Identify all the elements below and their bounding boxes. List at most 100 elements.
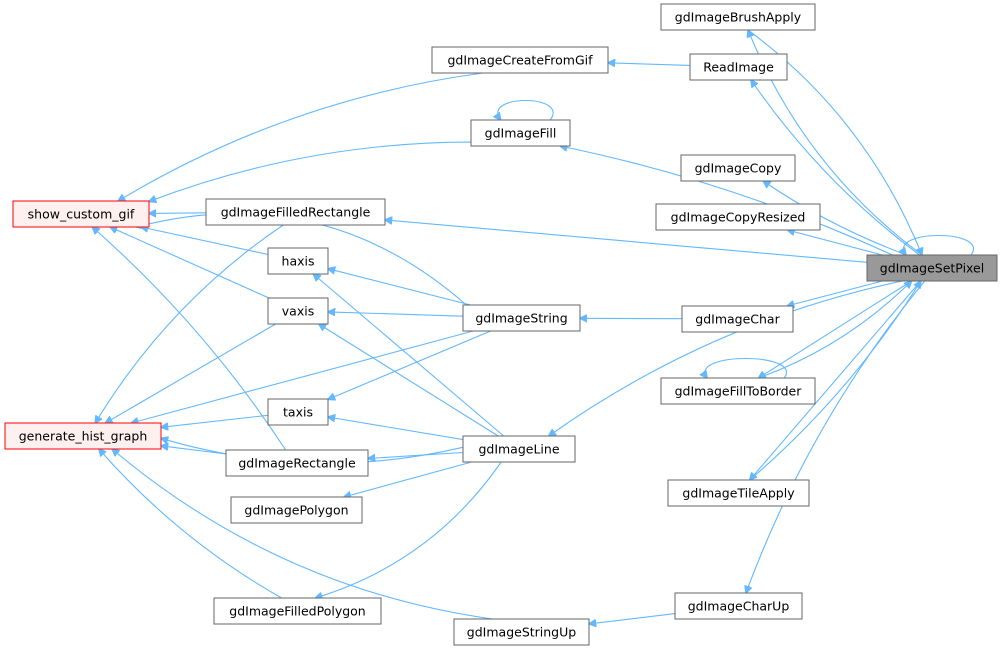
node-label-gdImageCreateFromGif: gdImageCreateFromGif bbox=[447, 53, 593, 68]
node-box-gdImageRectangle[interactable] bbox=[225, 449, 369, 477]
edge-generate_hist_graph-to-vaxis bbox=[105, 323, 276, 423]
node-gdImageFilledRectangle[interactable]: gdImageFilledRectangle bbox=[205, 198, 386, 226]
node-box-gdImageLine[interactable] bbox=[462, 435, 576, 463]
node-gdImageCharUp[interactable]: gdImageCharUp bbox=[674, 592, 803, 620]
node-box-gdImageFilledPolygon[interactable] bbox=[213, 597, 382, 625]
node-gdImageFill[interactable]: gdImageFill bbox=[470, 119, 571, 147]
edge-show_custom_gif-to-haxis bbox=[141, 227, 269, 256]
edge-gdImageSetPixel-to-gdImageSetPixel bbox=[903, 234, 975, 256]
edge-show_custom_gif-to-gdImageFilledRectangle bbox=[149, 213, 207, 214]
node-gdImageBrushApply[interactable]: gdImageBrushApply bbox=[660, 3, 816, 31]
node-box-gdImageChar[interactable] bbox=[681, 305, 794, 333]
node-box-gdImageFill[interactable] bbox=[470, 119, 571, 147]
node-gdImageCreateFromGif[interactable]: gdImageCreateFromGif bbox=[431, 46, 609, 74]
node-box-gdImageSetPixel[interactable] bbox=[866, 254, 998, 282]
edge-gdImageFilledRectangle-to-gdImageSetPixel bbox=[385, 220, 868, 263]
node-box-gdImageFillToBorder[interactable] bbox=[660, 377, 816, 405]
edge-generate_hist_graph-to-gdImageFilledPolygon bbox=[99, 449, 282, 599]
edge-gdImageFillToBorder-to-gdImageSetPixel bbox=[759, 280, 912, 378]
node-label-vaxis: vaxis bbox=[282, 304, 314, 319]
node-box-taxis[interactable] bbox=[267, 398, 329, 426]
edge-generate_hist_graph-to-gdImageString bbox=[131, 330, 474, 423]
edge-gdImageCopy-to-gdImageSetPixel bbox=[763, 181, 907, 256]
node-label-gdImageFilledPolygon: gdImageFilledPolygon bbox=[229, 604, 365, 619]
node-box-generate_hist_graph[interactable] bbox=[4, 422, 162, 450]
node-label-generate_hist_graph: generate_hist_graph bbox=[19, 429, 148, 444]
node-box-gdImageCopy[interactable] bbox=[680, 154, 796, 182]
node-taxis[interactable]: taxis bbox=[267, 398, 329, 426]
node-box-gdImagePolygon[interactable] bbox=[230, 496, 363, 524]
node-gdImageFilledPolygon[interactable]: gdImageFilledPolygon bbox=[213, 597, 382, 625]
node-label-gdImageSetPixel: gdImageSetPixel bbox=[880, 261, 984, 276]
node-gdImageRectangle[interactable]: gdImageRectangle bbox=[225, 449, 369, 477]
node-gdImageChar[interactable]: gdImageChar bbox=[681, 305, 794, 333]
node-ReadImage[interactable]: ReadImage bbox=[689, 53, 788, 81]
edge-haxis-to-gdImageString bbox=[328, 269, 471, 306]
node-label-taxis: taxis bbox=[283, 405, 313, 420]
node-box-gdImageTileApply[interactable] bbox=[667, 479, 810, 507]
node-gdImagePolygon[interactable]: gdImagePolygon bbox=[230, 496, 363, 524]
edge-show_custom_gif-to-gdImageRectangle bbox=[92, 227, 287, 451]
nodes-layer: gdImageSetPixel gdImageBrushApply gdImageC… bbox=[4, 3, 998, 646]
node-haxis[interactable]: haxis bbox=[267, 247, 329, 275]
node-show_custom_gif[interactable]: show_custom_gif bbox=[12, 200, 150, 228]
node-label-gdImageStringUp: gdImageStringUp bbox=[467, 625, 576, 640]
edge-taxis-to-gdImageLine bbox=[328, 417, 464, 441]
node-box-gdImageCopyResized[interactable] bbox=[655, 203, 821, 231]
node-gdImageSetPixel[interactable]: gdImageSetPixel bbox=[866, 254, 998, 282]
node-box-gdImageFilledRectangle[interactable] bbox=[205, 198, 386, 226]
node-label-gdImageChar: gdImageChar bbox=[695, 312, 780, 327]
node-label-gdImagePolygon: gdImagePolygon bbox=[244, 503, 348, 518]
node-gdImageLine[interactable]: gdImageLine bbox=[462, 435, 576, 463]
node-gdImageFillToBorder[interactable]: gdImageFillToBorder bbox=[660, 377, 816, 405]
edge-gdImageCreateFromGif-to-ReadImage bbox=[608, 63, 691, 66]
edge-gdImageCopyResized-to-gdImageSetPixel bbox=[788, 230, 883, 256]
edge-gdImageLine-to-gdImageSetPixel bbox=[549, 280, 903, 436]
edge-vaxis-to-gdImageString bbox=[328, 312, 464, 317]
node-label-gdImageFilledRectangle: gdImageFilledRectangle bbox=[221, 205, 371, 220]
edge-taxis-to-gdImageString bbox=[328, 330, 491, 399]
node-label-gdImageBrushApply: gdImageBrushApply bbox=[675, 10, 802, 25]
node-label-gdImageFill: gdImageFill bbox=[485, 126, 557, 141]
node-box-vaxis[interactable] bbox=[267, 297, 329, 325]
edge-gdImageFillToBorder-to-gdImageFillToBorder bbox=[705, 357, 788, 379]
edge-generate_hist_graph-to-taxis bbox=[161, 414, 269, 427]
node-label-show_custom_gif: show_custom_gif bbox=[28, 207, 135, 222]
node-box-gdImageBrushApply[interactable] bbox=[660, 3, 816, 31]
node-label-gdImageFillToBorder: gdImageFillToBorder bbox=[675, 384, 803, 399]
edge-gdImagePolygon-to-gdImageLine bbox=[344, 461, 472, 497]
node-label-gdImageCopyResized: gdImageCopyResized bbox=[671, 210, 806, 225]
edge-gdImageCharUp-to-gdImageSetPixel bbox=[746, 280, 926, 593]
node-vaxis[interactable]: vaxis bbox=[267, 297, 329, 325]
edge-gdImageTileApply-to-gdImageSetPixel bbox=[750, 280, 922, 480]
node-label-gdImageCopy: gdImageCopy bbox=[695, 161, 782, 176]
edge-gdImageRectangle-to-gdImageLine bbox=[368, 451, 464, 459]
node-gdImageCopy[interactable]: gdImageCopy bbox=[680, 154, 796, 182]
edge-show_custom_gif-to-gdImageCreateFromGif bbox=[118, 72, 483, 201]
edge-generate_hist_graph-to-gdImageFilledRectangle bbox=[95, 224, 284, 423]
node-box-show_custom_gif[interactable] bbox=[12, 200, 150, 228]
edge-generate_hist_graph-to-gdImageStringUp bbox=[112, 449, 493, 620]
node-gdImageTileApply[interactable]: gdImageTileApply bbox=[667, 479, 810, 507]
node-box-gdImageString[interactable] bbox=[462, 304, 581, 332]
node-label-gdImageTileApply: gdImageTileApply bbox=[682, 486, 795, 501]
node-label-gdImageCharUp: gdImageCharUp bbox=[688, 599, 790, 614]
node-gdImageCopyResized[interactable]: gdImageCopyResized bbox=[655, 203, 821, 231]
edge-gdImageFilledPolygon-to-gdImageLine bbox=[315, 461, 502, 598]
node-gdImageString[interactable]: gdImageString bbox=[462, 304, 581, 332]
edge-haxis-to-gdImageLine bbox=[313, 274, 505, 437]
node-box-ReadImage[interactable] bbox=[689, 53, 788, 81]
node-box-haxis[interactable] bbox=[267, 247, 329, 275]
node-generate_hist_graph[interactable]: generate_hist_graph bbox=[4, 422, 162, 450]
node-box-gdImageCreateFromGif[interactable] bbox=[431, 46, 609, 74]
node-box-gdImageStringUp[interactable] bbox=[453, 618, 590, 646]
node-label-ReadImage: ReadImage bbox=[703, 60, 774, 75]
edge-show_custom_gif-to-gdImageFill bbox=[149, 141, 472, 201]
edge-vaxis-to-gdImageLine bbox=[319, 324, 499, 437]
node-gdImageStringUp[interactable]: gdImageStringUp bbox=[453, 618, 590, 646]
node-label-gdImageString: gdImageString bbox=[475, 311, 567, 326]
node-box-gdImageCharUp[interactable] bbox=[674, 592, 803, 620]
edge-show_custom_gif-to-vaxis bbox=[110, 227, 270, 299]
edge-gdImageStringUp-to-gdImageCharUp bbox=[589, 613, 676, 624]
